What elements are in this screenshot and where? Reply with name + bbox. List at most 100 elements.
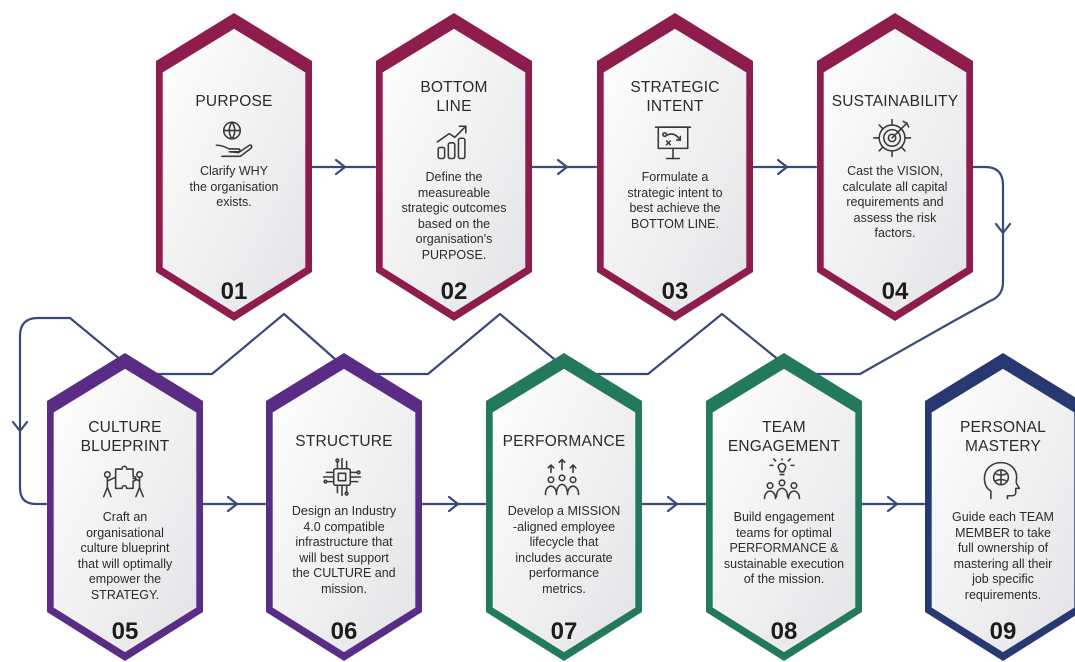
step-description-line: metrics.	[542, 581, 586, 596]
step-description-line: mission.	[321, 581, 367, 596]
step-number: 05	[111, 618, 139, 645]
hexagon-shape	[376, 13, 532, 321]
step-description-line: Define the	[425, 170, 483, 184]
step-number: 07	[550, 618, 578, 645]
hexagon-shape	[925, 353, 1075, 661]
step-description-line: the CULTURE and	[292, 566, 396, 580]
step-description-line: Craft an	[102, 510, 148, 524]
step-description-line: best achieve the	[629, 201, 721, 215]
step-description-line: will best support	[299, 550, 389, 565]
step-title-line: BOTTOM	[420, 79, 488, 96]
step-title-line: PERFORMANCE	[502, 433, 626, 450]
step-title: PERSONAL MASTERY	[938, 418, 1068, 456]
step-number: 01	[220, 278, 248, 305]
step-description-line: strategic outcomes	[401, 201, 507, 215]
step-description-line: empower the	[88, 572, 162, 586]
step-title-line: MASTERY	[964, 438, 1042, 455]
step-description-line: PERFORMANCE &	[729, 541, 839, 555]
growth-chart-icon	[429, 118, 479, 168]
step-description-line: requirements and	[846, 195, 944, 209]
flow-connectors	[11, 158, 1012, 513]
step-description-line: 4.0 compatible	[303, 519, 385, 534]
step-description-line: Cast the VISION,	[847, 164, 943, 178]
step-description-line: Guide each TEAM	[952, 510, 1054, 524]
hexagon-shape	[156, 13, 312, 321]
head-brain-icon	[978, 458, 1028, 508]
step-number: 02	[440, 278, 468, 305]
step-description-line: Design an Industry	[291, 504, 397, 518]
step-title: TEAM ENGAGEMENT	[719, 418, 849, 456]
step-description-line: full ownership of	[957, 541, 1049, 555]
step-description-line: PURPOSE.	[421, 247, 487, 262]
step-title-line: STRATEGIC	[630, 79, 720, 96]
connector-04-return	[858, 165, 1012, 376]
step-description-line: organisation's	[415, 232, 493, 246]
step-description-line: sustainable execution	[723, 556, 845, 571]
team-idea-icon	[759, 458, 809, 508]
step-title: STRUCTURE	[279, 432, 409, 451]
target-gear-icon	[870, 114, 920, 164]
step-title: CULTURE BLUEPRINT	[60, 418, 190, 456]
step-description-line: BOTTOM LINE.	[631, 216, 719, 231]
step-number: 03	[661, 278, 689, 305]
hexagon-shape	[817, 13, 973, 321]
step-description-line: the organisation	[189, 179, 279, 194]
step-title-line: PERSONAL	[959, 419, 1047, 436]
step-number: 09	[989, 618, 1017, 645]
connector-01-02	[310, 158, 377, 176]
hexagon-shape	[486, 353, 642, 661]
step-title-line: PURPOSE	[195, 93, 273, 110]
step-title: STRATEGIC INTENT	[610, 78, 740, 116]
step-description-line: of the mission.	[743, 572, 825, 586]
step-description-line: -aligned employee	[512, 519, 616, 534]
connector-07-08	[639, 495, 707, 513]
step-description-line: factors.	[874, 226, 916, 240]
step-description-line: performance	[528, 566, 600, 580]
step-number: 08	[770, 618, 798, 645]
step-description-line: strategic intent to	[627, 185, 723, 200]
step-number: 04	[881, 278, 909, 305]
step-title-line: INTENT	[646, 98, 704, 115]
step-description-line: that will optimally	[77, 556, 173, 571]
step-description-line: includes accurate	[515, 550, 613, 565]
hexagon-shape	[706, 353, 862, 661]
step-title: PERFORMANCE	[499, 432, 629, 451]
globe-hand-icon	[209, 114, 259, 164]
step-description-line: organisational	[86, 525, 164, 540]
step-title-line: ENGAGEMENT	[727, 438, 841, 455]
connector-06-07	[419, 495, 487, 513]
connector-02-03	[529, 158, 598, 176]
strategy-board-icon	[650, 118, 700, 168]
step-title-line: TEAM	[762, 419, 806, 436]
connector-08-09	[859, 495, 926, 513]
step-description-line: Formulate a	[641, 170, 709, 184]
step-number: 06	[330, 618, 358, 645]
step-title-line: CULTURE	[88, 419, 162, 436]
step-title-line: BLUEPRINT	[80, 438, 170, 455]
step-description-line: MEMBER to take	[955, 525, 1051, 540]
step-title: PURPOSE	[169, 92, 299, 111]
step-title-line: SUSTAINABILITY	[831, 93, 959, 110]
connector-zigzag-return	[11, 312, 862, 506]
step-description-line: measureable	[417, 185, 491, 200]
puzzle-team-icon	[100, 458, 150, 508]
step-title: SUSTAINABILITY	[830, 92, 960, 111]
step-description-line: requirements.	[964, 587, 1042, 602]
step-title-line: STRUCTURE	[295, 433, 393, 450]
step-description-line: calculate all capital	[842, 179, 948, 194]
